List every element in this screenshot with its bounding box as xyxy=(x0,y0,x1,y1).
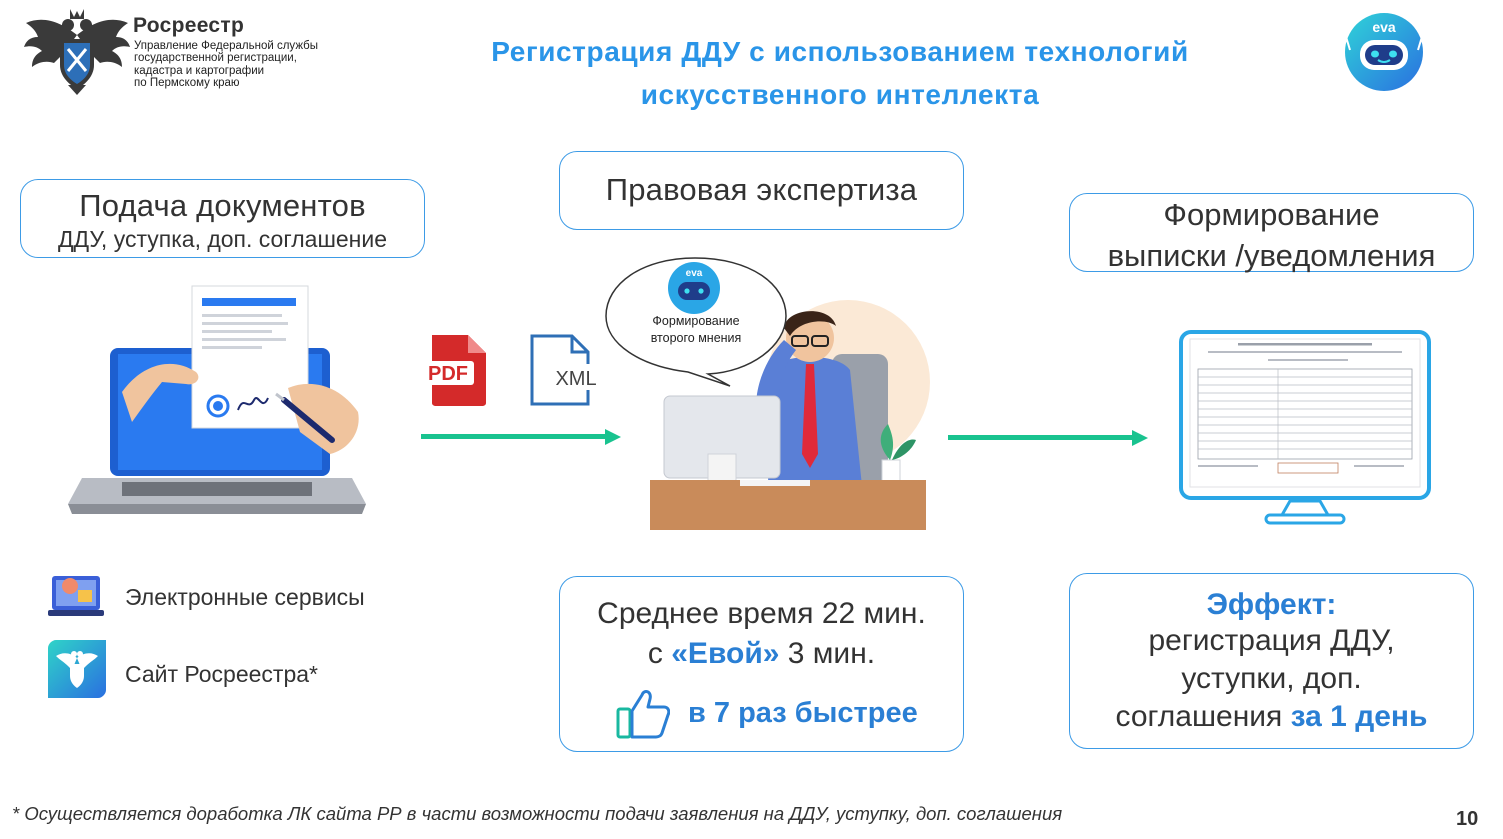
step-extract-line-1: Формирование xyxy=(1163,197,1380,232)
org-dept-line: по Пермскому краю xyxy=(134,77,240,90)
arrow-head-icon xyxy=(605,429,621,445)
eva-name: «Евой» xyxy=(671,637,780,670)
effect-one-day: за 1 день xyxy=(1290,700,1428,733)
title-line-1: Регистрация ДДУ с использованием техноло… xyxy=(491,36,1189,67)
laptop-signing-illustration xyxy=(68,285,366,514)
bubble-line-2: второго мнения xyxy=(651,331,742,345)
rosreestr-eagle-logo-icon xyxy=(24,9,130,95)
electronic-services-icon xyxy=(48,576,104,616)
xml-label: XML xyxy=(555,368,596,390)
thumbs-up-icon xyxy=(616,690,670,739)
footnote: * Осуществляется доработка ЛК сайта РР в… xyxy=(12,803,1063,824)
average-time-line: Среднее время 22 мин. xyxy=(597,597,926,630)
step-submit-box: Подача документов ДДУ, уступка, доп. сог… xyxy=(20,179,425,258)
flow-arrow-2 xyxy=(948,435,1134,440)
page-number: 10 xyxy=(1456,808,1479,830)
electronic-services-label: Электронные сервисы xyxy=(125,584,365,610)
eva-time-suffix: 3 мин. xyxy=(779,637,876,670)
rosreestr-site-label: Сайт Росреестра* xyxy=(125,661,318,687)
org-dept-line: кадастра и картографии xyxy=(134,64,265,77)
effect-line-3: соглашения за 1 день xyxy=(1070,698,1473,736)
eva-robot-logo-icon: eva xyxy=(1343,13,1425,91)
monitor-extract-document-illustration xyxy=(1179,330,1431,525)
expert-at-desk-illustration: eva Формирование второго мнения xyxy=(605,257,930,530)
org-department: Управление Федеральной службы государств… xyxy=(134,40,354,90)
effect-line-3-prefix: соглашения xyxy=(1115,700,1291,733)
step-extract-line-2: выписки /уведомления xyxy=(1107,238,1436,273)
effect-line-2: уступки, доп. xyxy=(1181,662,1362,695)
org-dept-line: государственной регистрации, xyxy=(134,52,297,65)
step-submit-title: Подача документов xyxy=(79,188,366,223)
slide-title: Регистрация ДДУ с использованием техноло… xyxy=(380,30,1300,116)
step-extract-box: Формирование выписки /уведомления xyxy=(1069,193,1474,273)
eva-time-prefix: с xyxy=(647,637,672,670)
faster-label: в 7 раз быстрее xyxy=(688,697,918,729)
eva-logo-text: eva xyxy=(1372,19,1396,35)
pdf-file-icon: PDF xyxy=(422,335,486,406)
step-submit-subtitle: ДДУ, уступка, доп. соглашение xyxy=(57,226,388,252)
bubble-line-1: Формирование xyxy=(652,314,739,328)
eva-time-line: с «Евой» 3 мин. xyxy=(560,637,963,671)
effect-heading: Эффект: xyxy=(1206,588,1337,621)
arrow-head-icon xyxy=(1132,430,1148,446)
xml-file-icon: XML xyxy=(530,334,600,406)
step-legal-title: Правовая экспертиза xyxy=(605,172,918,207)
bubble-eva-text: eva xyxy=(686,268,703,279)
time-comparison-box: Среднее время 22 мин. с «Евой» 3 мин. в … xyxy=(559,576,964,752)
title-line-2: искусственного интеллекта xyxy=(640,79,1040,110)
rosreestr-site-icon[interactable] xyxy=(48,640,106,698)
effect-box: Эффект: регистрация ДДУ, уступки, доп. с… xyxy=(1069,573,1474,749)
pdf-label: PDF xyxy=(428,363,468,385)
flow-arrow-1 xyxy=(421,434,607,439)
org-name: Росреестр xyxy=(133,14,245,37)
org-dept-line: Управление Федеральной службы xyxy=(134,40,318,52)
effect-line-1: регистрация ДДУ, xyxy=(1148,624,1395,657)
step-legal-box: Правовая экспертиза xyxy=(559,151,964,230)
